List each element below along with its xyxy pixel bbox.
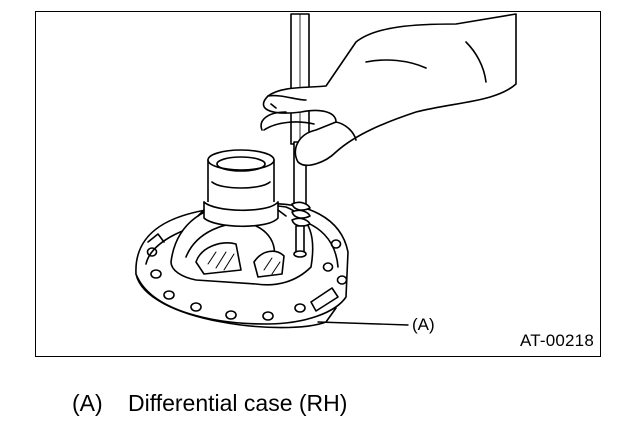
hand bbox=[260, 13, 517, 167]
legend-key: (A) bbox=[72, 390, 103, 416]
bearing-boss bbox=[197, 149, 287, 228]
differential-case-illustration bbox=[135, 13, 517, 329]
figure-id: AT-00218 bbox=[519, 331, 594, 350]
tool-shaft bbox=[290, 13, 310, 145]
case-body bbox=[170, 201, 314, 286]
legend-text: Differential case (RH) bbox=[128, 390, 348, 416]
callout-leader-line bbox=[317, 321, 409, 326]
legend-item: (A) Differential case (RH) bbox=[72, 390, 347, 417]
illustration-frame: (A) AT-00218 bbox=[35, 11, 601, 357]
callout-label-a: (A) bbox=[412, 315, 435, 334]
